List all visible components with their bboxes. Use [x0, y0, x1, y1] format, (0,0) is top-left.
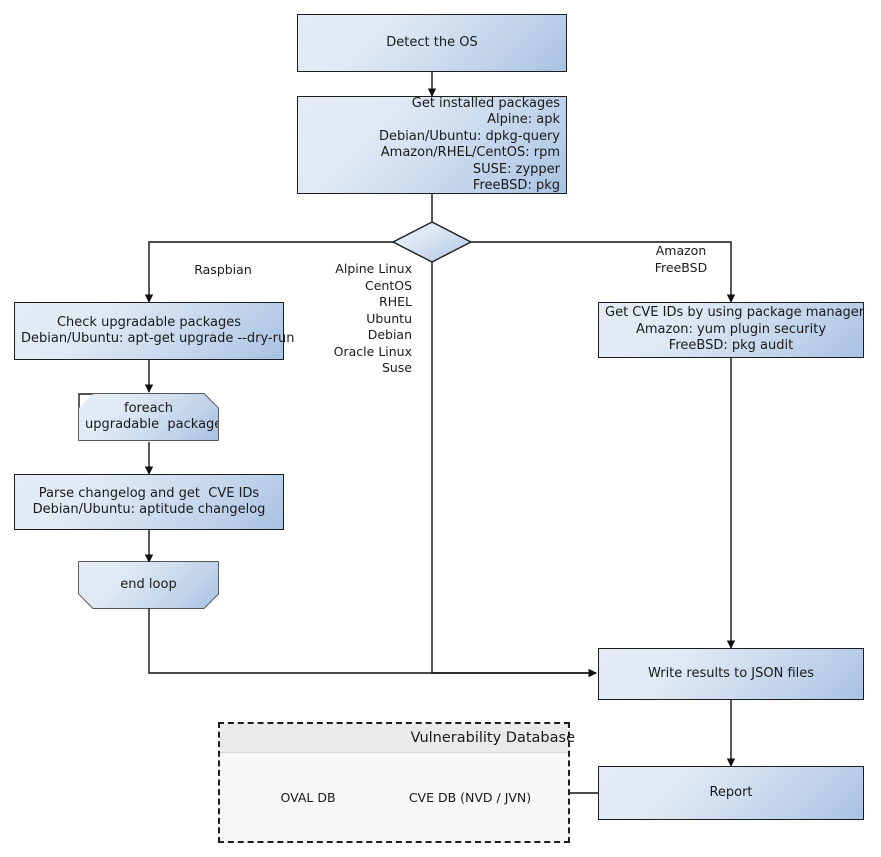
node-write-results-to-json-files[interactable]: Write results to JSON files	[598, 648, 864, 700]
os-decision-diamond	[391, 221, 473, 263]
node-check-upgradable-packages-label: Check upgradable packages Debian/Ubuntu:…	[21, 314, 295, 347]
node-parse-changelog[interactable]: Parse changelog and get CVE IDs Debian/U…	[14, 474, 284, 530]
node-write-results-label: Write results to JSON files	[647, 665, 815, 681]
node-end-loop[interactable]: end loop	[79, 562, 218, 608]
node-get-cve-ids-label: Get CVE IDs by using package manager Ama…	[605, 305, 865, 354]
edge-label-center-os-list: Alpine Linux CentOS RHEL Ubuntu Debian O…	[333, 261, 412, 375]
node-end-loop-label: end loop	[120, 576, 177, 592]
node-report[interactable]: Report	[598, 766, 864, 820]
node-foreach-loop-start[interactable]: foreach upgradable packages	[79, 394, 218, 440]
node-parse-changelog-label: Parse changelog and get CVE IDs Debian/U…	[32, 485, 266, 518]
edge-label-raspbian: Raspbian	[194, 262, 252, 277]
vulnerability-database-title: Vulnerability Database	[410, 730, 575, 746]
node-get-installed-packages-label: Get installed packages Alpine: apk Debia…	[378, 95, 560, 194]
node-check-upgradable-packages[interactable]: Check upgradable packages Debian/Ubuntu:…	[14, 302, 295, 360]
vulnerability-database-title-bar	[220, 724, 568, 753]
edge-endloop-to-write	[148, 608, 597, 678]
node-get-cve-ids[interactable]: Get CVE IDs by using package manager Ama…	[598, 302, 864, 358]
node-report-label: Report	[709, 784, 753, 800]
node-foreach-loop-start-label: foreach upgradable packages	[85, 400, 230, 432]
edge-label-amazon-freebsd: Amazon FreeBSD	[654, 243, 708, 275]
node-detect-the-os-label: Detect the OS	[386, 34, 478, 50]
edge-decision-center-to-write	[431, 262, 597, 678]
node-get-installed-packages[interactable]: Get installed packages Alpine: apk Debia…	[297, 96, 567, 194]
vulnerability-database-container: Vulnerability Database	[218, 722, 575, 843]
node-detect-the-os[interactable]: Detect the OS	[297, 14, 567, 72]
